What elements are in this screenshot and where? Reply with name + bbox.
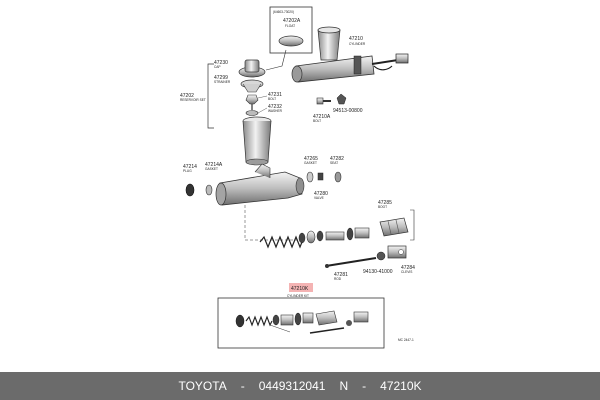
inset-code-label: (64603-73020) [273, 10, 294, 14]
label-47210: 47210 [349, 36, 363, 42]
label-47281-sub: ROD [334, 277, 342, 281]
label-47230: 47230 [214, 60, 228, 66]
label-47214: 47214 [183, 164, 197, 170]
label-47232-sub: WASHER [268, 109, 283, 113]
internal-parts-row: 47285 BOOT [259, 200, 415, 249]
label-47210a: 47210A [313, 114, 331, 120]
highlight-47210k [289, 283, 313, 292]
float-inset: (64603-73020) 47202A FLOAT [269, 6, 313, 54]
caption-n-prefix: N [339, 379, 349, 393]
label-47231-sub: BOLT [268, 97, 276, 101]
label-47210k: 47210K [291, 286, 309, 292]
main-cylinder-body: 47214 PLUG 47214A GASKET [183, 162, 305, 241]
label-47280: 47280 [314, 191, 328, 197]
label-47265: 47265 [304, 156, 318, 162]
label-47214a-sub: GASKET [205, 167, 218, 171]
label-47282-sub: SEAT [330, 161, 338, 165]
label-47299-sub: STRAINER [214, 80, 231, 84]
label-94130: 94130-41000 [363, 269, 393, 275]
bolt-group: 94513-00800 47210A BOLT [313, 93, 363, 123]
label-47202-sub: RESERVOIR SET [180, 98, 206, 102]
valve-group: 47265 GASKET 47282 SEAT 47280 VALVE [304, 156, 344, 200]
label-47232: 47232 [268, 104, 282, 110]
float-part [278, 35, 304, 47]
label-47202a: 47202A [283, 18, 301, 24]
label-47230-sub: CAP [214, 65, 221, 69]
caption-part-number: 0449312041 [258, 379, 326, 393]
label-47280-sub: VALVE [314, 196, 324, 200]
upper-cylinder-assembly: 47210 CYLINDER [291, 26, 409, 83]
label-47210k-sub: CYLINDER KIT [287, 294, 309, 298]
label-47210a-sub: BOLT [313, 119, 321, 123]
caption-separator-2: - [362, 379, 367, 393]
label-47285-sub: BOOT [378, 205, 387, 209]
reservoir-set-stack: 47230 CAP 47299 STRAINER 47202 RESERVOIR… [180, 49, 287, 166]
label-47285: 47285 [378, 200, 392, 206]
label-47214a: 47214A [205, 162, 223, 168]
label-47210-sub: CYLINDER [349, 42, 366, 46]
label-47202a-sub: FLOAT [285, 24, 295, 28]
label-47282: 47282 [330, 156, 344, 162]
caption-brand: TOYOTA [178, 379, 227, 393]
caption-bar: TOYOTA - 0449312041 N - 47210K [0, 372, 600, 400]
label-47299: 47299 [214, 75, 228, 81]
label-47265-sub: GASKET [304, 161, 317, 165]
figure-code: MC 2447-1 [398, 338, 414, 342]
label-47284: 47284 [401, 265, 415, 271]
label-47214-sub: PLUG [183, 169, 192, 173]
caption-n-code: 47210K [380, 379, 422, 393]
label-94513: 94513-00800 [333, 108, 363, 114]
label-47231: 47231 [268, 92, 282, 98]
rod-clevis-group: 47281 ROD 94130-41000 47284 CLEVIS [325, 245, 415, 281]
caption-separator: - [240, 379, 245, 393]
cylinder-kit-group: 47210K CYLINDER KIT MC 2447-1 [217, 283, 414, 349]
label-47281: 47281 [334, 272, 348, 278]
label-47284-sub: CLEVIS [401, 270, 412, 274]
label-47202: 47202 [180, 93, 194, 99]
